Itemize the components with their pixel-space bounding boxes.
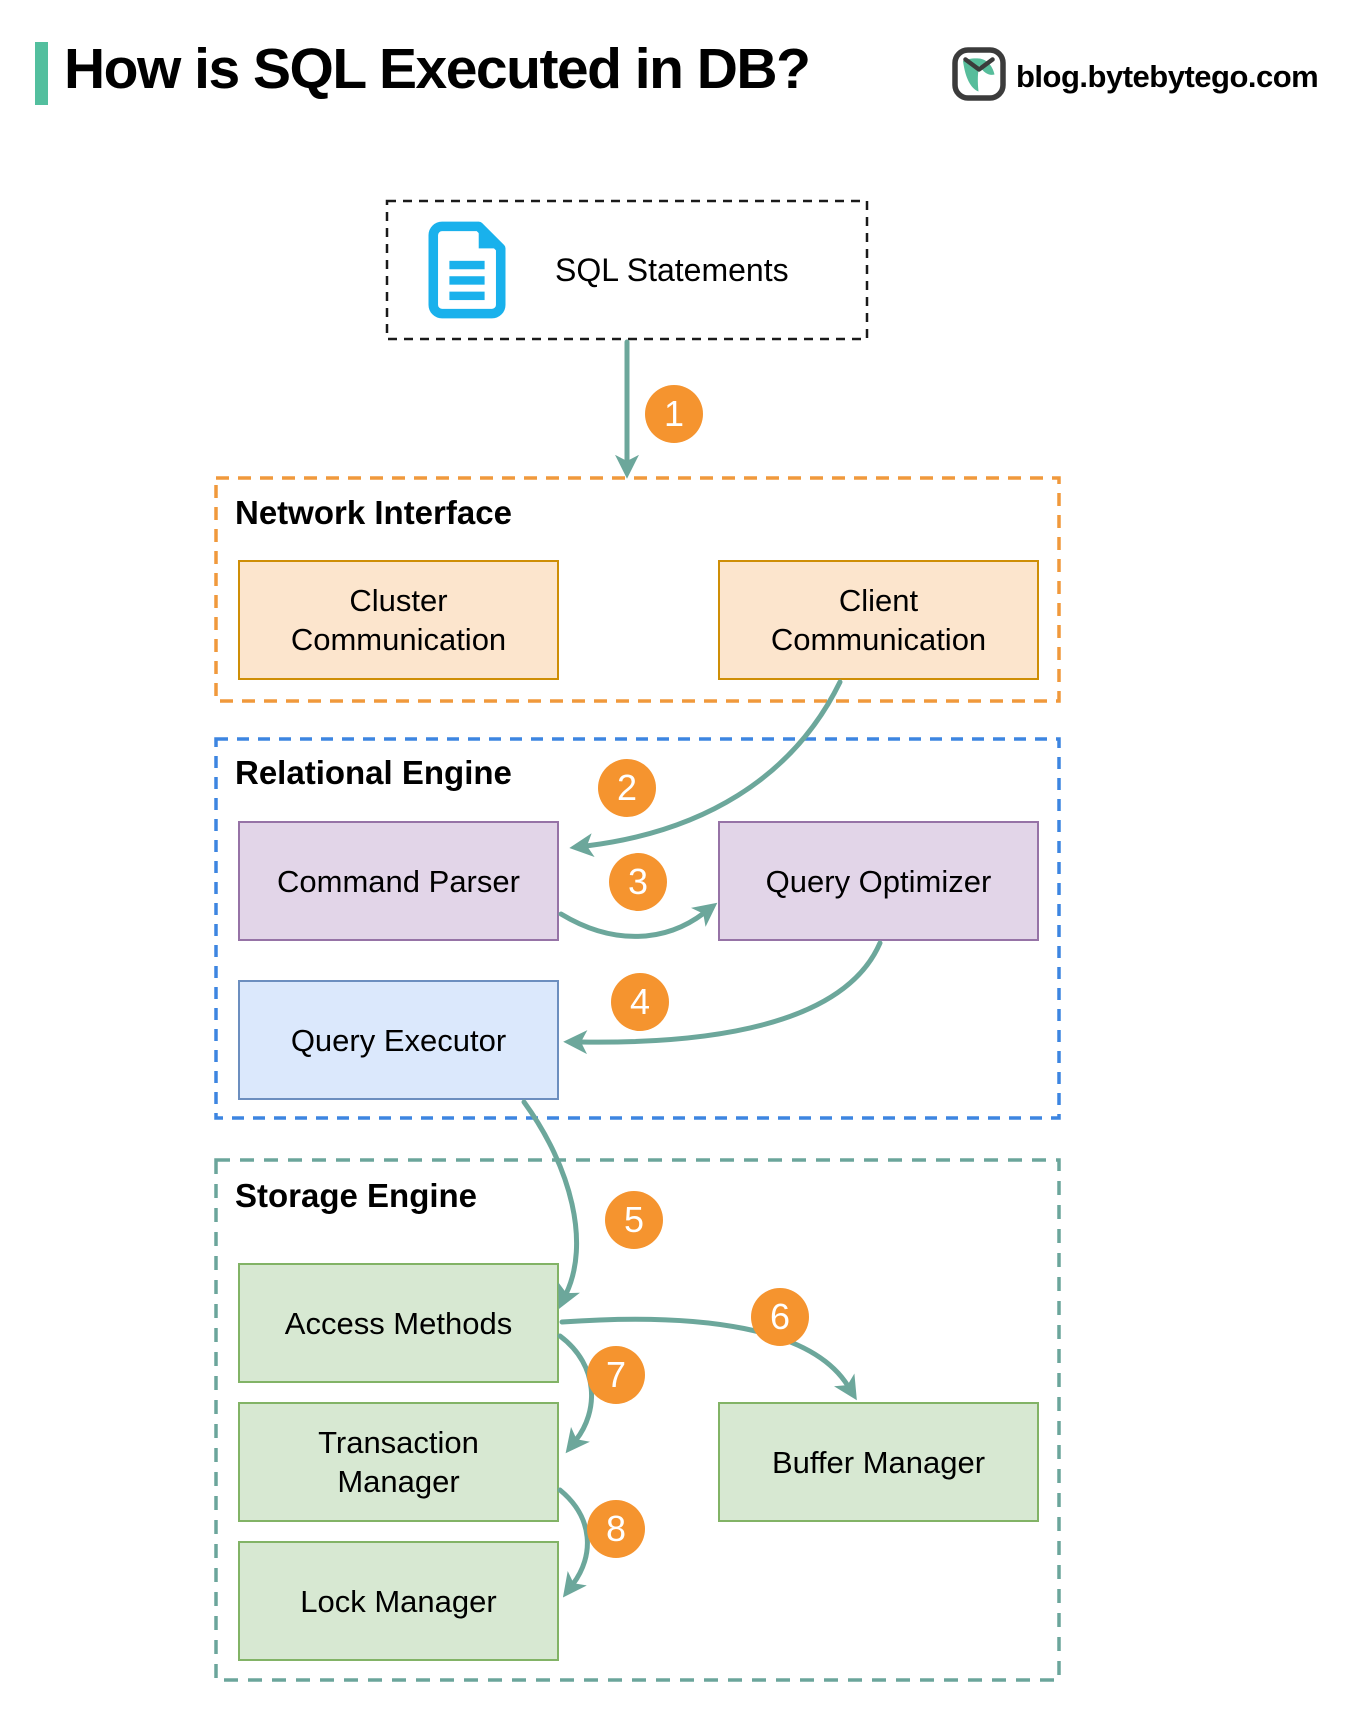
arrow-7: [557, 1333, 594, 1454]
brand-url: blog.bytebytego.com: [1016, 59, 1319, 94]
node-query-executor: Query Executor: [238, 980, 559, 1100]
node-lock-manager: Lock Manager: [238, 1541, 559, 1661]
node-access-methods: Access Methods: [238, 1263, 559, 1383]
step-badge-5: 5: [605, 1191, 663, 1249]
bytebytego-logo-icon: [952, 47, 1006, 101]
step-badge-1: 1: [645, 385, 703, 443]
node-buffer-manager: Buffer Manager: [718, 1402, 1039, 1522]
node-client-communication: Client Communication: [718, 560, 1039, 680]
title-accent-bar: [35, 42, 48, 105]
step-badge-3: 3: [609, 853, 667, 911]
step-badge-7: 7: [587, 1346, 645, 1404]
step-badge-8: 8: [587, 1500, 645, 1558]
step-badge-6: 6: [751, 1288, 809, 1346]
node-cluster-communication: Cluster Communication: [238, 560, 559, 680]
step-badge-4: 4: [611, 973, 669, 1031]
section-title-storage-engine: Storage Engine: [235, 1177, 478, 1214]
page-title: How is SQL Executed in DB?: [64, 37, 811, 101]
section-title-relational-engine: Relational Engine: [235, 754, 512, 791]
document-icon: [428, 221, 506, 319]
sql-statements-box: SQL Statements: [387, 201, 867, 339]
sql-statements-label: SQL Statements: [555, 251, 789, 288]
node-transaction-manager: Transaction Manager: [238, 1402, 559, 1522]
node-command-parser: Command Parser: [238, 821, 559, 941]
step-badge-2: 2: [598, 759, 656, 817]
arrow-3: [558, 902, 718, 939]
node-query-optimizer: Query Optimizer: [718, 821, 1039, 941]
section-title-network-interface: Network Interface: [235, 494, 512, 531]
arrow-8: [557, 1487, 590, 1598]
